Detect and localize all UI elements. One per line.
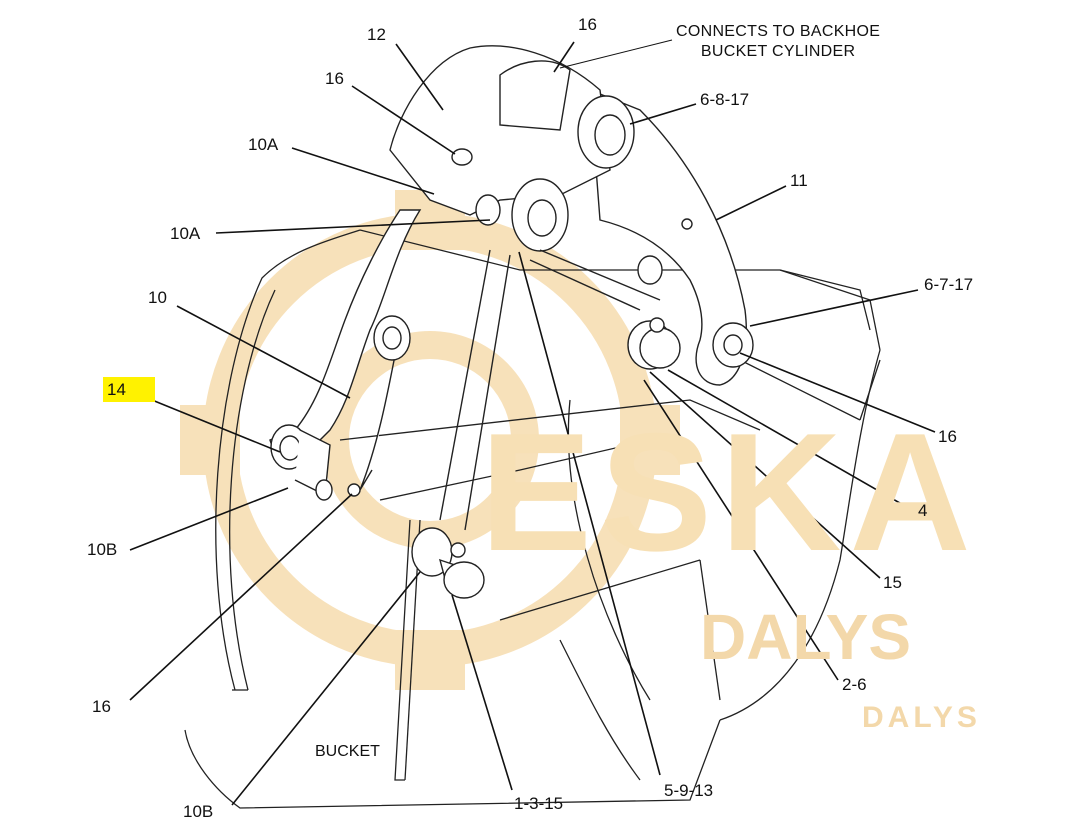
label-6-8-17: 6-8-17 (700, 90, 750, 109)
watermark-text-mid: DALYS (700, 601, 912, 673)
label-2-6: 2-6 (842, 675, 867, 694)
label-6-7-17: 6-7-17 (924, 275, 974, 294)
label-16-right: 16 (938, 427, 957, 446)
note-connects-to-cylinder: CONNECTS TO BACKHOE BUCKET CYLINDER (676, 22, 880, 62)
bucket-side-arms (439, 249, 661, 531)
label-16-upper-left: 16 (325, 69, 344, 88)
label-10b-left: 10B (87, 540, 118, 559)
note-line-1: CONNECTS TO BACKHOE (676, 23, 881, 40)
label-bucket: BUCKET (315, 743, 380, 760)
label-12: 12 (367, 25, 386, 44)
label-15: 15 (883, 573, 902, 592)
label-top-16: 16 (578, 15, 597, 34)
label-11: 11 (790, 171, 808, 190)
label-16-lower-left: 16 (92, 697, 111, 716)
link-10 (269, 209, 422, 491)
label-4: 4 (918, 501, 928, 520)
label-14-highlighted: 14 (103, 377, 155, 402)
watermark-gear-icon (180, 190, 680, 690)
label-10b-bottom: 10B (183, 802, 214, 821)
link-11 (589, 88, 754, 386)
label-10a-lower: 10A (170, 224, 201, 243)
link-12 (389, 45, 635, 252)
leader-lines (129, 39, 936, 806)
watermark-text-large: ESKA (480, 398, 979, 586)
label-10a-upper: 10A (248, 135, 279, 154)
watermark-text-small: DALYS (862, 701, 981, 734)
note-line-2: BUCKET CYLINDER (700, 43, 856, 60)
label-1-3-15: 1-3-15 (514, 794, 564, 813)
label-5-9-13: 5-9-13 (664, 781, 714, 800)
pins (270, 255, 681, 599)
label-10: 10 (148, 288, 167, 307)
